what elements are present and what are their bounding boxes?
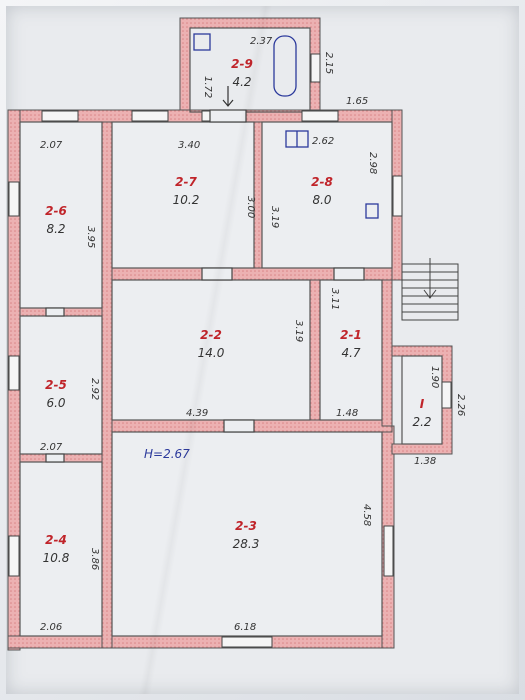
room-area: 8.0 <box>312 193 331 207</box>
room-id: 2-6 <box>45 204 67 218</box>
dimension-label: 3.95 <box>85 226 96 248</box>
dimension-label: 1.90 <box>429 366 440 388</box>
room-id: 2-2 <box>200 328 222 342</box>
room-2-8 <box>261 121 393 269</box>
room-2-4 <box>19 461 103 637</box>
room-id: 2-7 <box>175 175 197 189</box>
room-2-1 <box>319 279 383 421</box>
room-area: 4.7 <box>341 346 360 360</box>
room-id: 2-4 <box>45 533 67 547</box>
dimension-label: 2.07 <box>40 442 63 453</box>
dimension-label: 3.19 <box>293 320 304 342</box>
room-area: 2.2 <box>412 415 431 429</box>
room-area: 14.0 <box>198 346 225 360</box>
room-area: 8.2 <box>46 222 65 236</box>
room-area: 4.2 <box>232 75 251 89</box>
dimension-label: 3.40 <box>178 140 200 151</box>
sink-icon <box>193 33 211 51</box>
dimension-label: 3.11 <box>329 288 340 310</box>
ceiling-height-label: H=2.67 <box>144 447 190 461</box>
dimension-label: 2.26 <box>455 394 466 416</box>
room-area: 10.8 <box>43 551 70 565</box>
dimension-label: 6.18 <box>234 622 256 633</box>
room-id: 2-3 <box>235 519 257 533</box>
dimension-label: 2.62 <box>312 136 334 147</box>
dimension-label: 3.86 <box>89 548 100 570</box>
dimension-labels: 2.37 1.72 2.15 1.65 2.07 3.40 2.62 2.98 … <box>40 36 466 633</box>
dimension-label: 2.92 <box>89 378 100 400</box>
room-2-3 <box>111 431 383 637</box>
room-2-2 <box>111 279 311 421</box>
dimension-label: 4.58 <box>361 504 372 526</box>
bath-door-arrow <box>222 86 234 107</box>
room-2-7 <box>111 121 255 269</box>
dimension-label: 2.07 <box>40 140 63 151</box>
floor-plan-sheet: 2-9 4.2 2-6 8.2 2-7 10.2 2-8 8.0 2-2 14.… <box>6 6 519 694</box>
dimension-label: 3.19 <box>269 206 280 228</box>
fixtures <box>193 33 379 219</box>
boiler-icon <box>365 203 379 219</box>
room-area: 28.3 <box>233 537 260 551</box>
room-labels: 2-9 4.2 2-6 8.2 2-7 10.2 2-8 8.0 2-2 14.… <box>43 57 432 565</box>
dimension-label: 2.98 <box>367 152 378 174</box>
floor-plan: 2-9 4.2 2-6 8.2 2-7 10.2 2-8 8.0 2-2 14.… <box>7 17 466 651</box>
dimension-label: 2.15 <box>323 52 334 74</box>
doors <box>45 109 365 463</box>
room-area: 10.2 <box>173 193 200 207</box>
dimension-label: 1.38 <box>414 456 436 467</box>
dimension-label: 1.72 <box>202 76 213 98</box>
entrance-stairs <box>401 258 459 321</box>
room-id: 2-5 <box>45 378 67 392</box>
dimension-label: 1.65 <box>346 96 368 107</box>
dimension-label: 2.06 <box>40 622 62 633</box>
dimension-label: 2.37 <box>250 36 273 47</box>
dimension-label: 1.48 <box>336 408 358 419</box>
room-id: 2-1 <box>340 328 362 342</box>
dimension-label: 3.00 <box>245 196 256 218</box>
room-area: 6.0 <box>46 396 65 410</box>
room-2-6 <box>19 121 103 309</box>
room-2-9 <box>189 27 311 113</box>
bathtub-icon <box>273 35 297 97</box>
room-id: I <box>420 397 425 411</box>
room-id: 2-9 <box>231 57 253 71</box>
dimension-label: 4.39 <box>186 408 208 419</box>
room-id: 2-8 <box>311 175 333 189</box>
